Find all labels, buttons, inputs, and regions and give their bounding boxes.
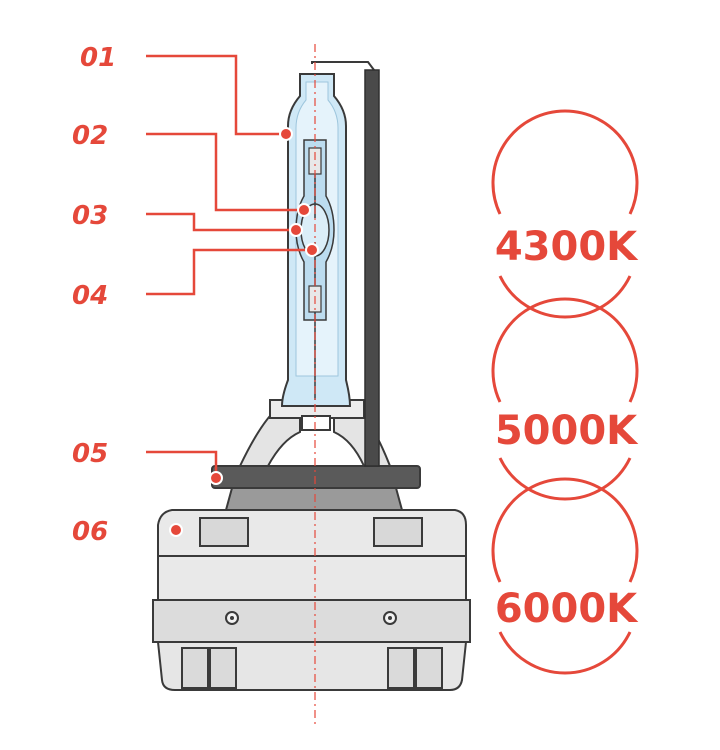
part-label-03: 03 bbox=[72, 201, 108, 231]
temperature-badge-5000k: 5000K bbox=[491, 297, 639, 501]
badge-ring-bottom-icon bbox=[498, 275, 632, 319]
part-label-06: 06 bbox=[72, 517, 108, 547]
marker-05-icon bbox=[209, 471, 223, 485]
marker-06-icon bbox=[169, 523, 183, 537]
temperature-label-4300k: 4300K bbox=[495, 224, 639, 270]
part-label-01: 01 bbox=[80, 43, 116, 73]
marker-02-icon bbox=[297, 203, 311, 217]
temperature-label-5000k: 5000K bbox=[495, 408, 639, 454]
bulb-base-housing bbox=[152, 509, 471, 691]
temperature-label-6000k: 6000K bbox=[495, 586, 639, 632]
part-labels: 01 02 03 04 05 06 bbox=[72, 43, 116, 547]
part-label-05: 05 bbox=[72, 439, 108, 469]
return-lead-wire bbox=[311, 61, 380, 467]
temperature-badge-6000k: 6000K bbox=[491, 477, 639, 675]
badge-ring-top-icon bbox=[491, 477, 639, 583]
badge-ring-top-icon bbox=[491, 109, 639, 215]
badge-ring-top-icon bbox=[491, 297, 639, 403]
bulb-mounting-ring bbox=[211, 465, 421, 511]
part-label-04: 04 bbox=[72, 281, 108, 311]
badge-ring-bottom-icon bbox=[498, 457, 632, 501]
leader-lines bbox=[146, 54, 319, 537]
temperature-badge-4300k: 4300K bbox=[491, 109, 639, 319]
part-label-02: 02 bbox=[72, 121, 108, 151]
badge-ring-bottom-icon bbox=[498, 631, 632, 675]
marker-04-icon bbox=[305, 243, 319, 257]
marker-01-icon bbox=[279, 127, 293, 141]
marker-03-icon bbox=[289, 223, 303, 237]
